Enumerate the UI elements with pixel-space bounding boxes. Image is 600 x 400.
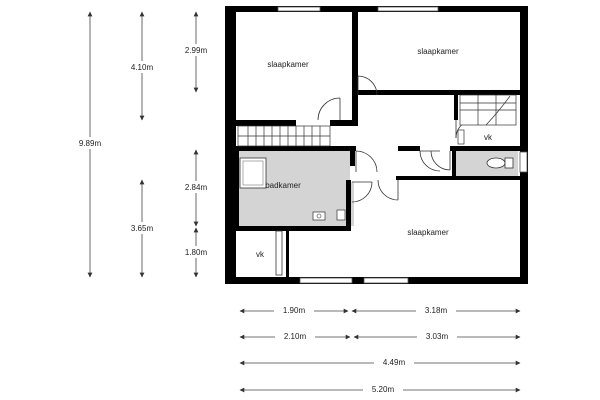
dim-height-e: 1.80m (185, 248, 208, 257)
room-labels: slaapkamer slaapkamer badkamer vk vk sla… (256, 47, 493, 259)
interior-walls (236, 6, 520, 277)
sink (312, 211, 326, 221)
dim-total-height: 9.89m (79, 139, 102, 148)
horizontal-dimension-labels: 1.90m 3.18m 2.10m 3.03m 4.49m 5.20m (274, 304, 457, 395)
dim-height-b: 3.65m (131, 224, 154, 233)
staircase-lower (237, 125, 331, 147)
dim-width-row4: 5.20m (372, 385, 395, 394)
room-label-closet-lower: vk (256, 250, 265, 259)
toilet (486, 157, 514, 169)
dim-width-row2-right: 3.03m (426, 332, 449, 341)
vertical-dimension-labels: 9.89m 4.10m 3.65m 2.99m 2.84m 1.80m (70, 44, 216, 258)
dim-width-row1-right: 3.18m (425, 306, 448, 315)
room-label-closet-upper: vk (484, 133, 493, 142)
dim-width-row1-left: 1.90m (283, 306, 306, 315)
staircase-upper (459, 94, 517, 126)
dim-height-c: 2.99m (185, 46, 208, 55)
room-label-bedroom-top-left: slaapkamer (267, 60, 309, 69)
dim-height-a: 4.10m (131, 63, 154, 72)
windows (277, 6, 528, 284)
room-label-bedroom-top-right: slaapkamer (417, 47, 459, 56)
doors (275, 75, 475, 276)
room-label-bedroom-bottom: slaapkamer (407, 228, 449, 237)
dim-width-row3: 4.49m (383, 358, 406, 367)
shower-drain (336, 209, 346, 221)
boiler (457, 129, 465, 145)
dim-height-d: 2.84m (185, 183, 208, 192)
horizontal-dimensions (239, 308, 521, 393)
room-label-bathroom: badkamer (265, 181, 301, 190)
dim-width-row2-left: 2.10m (284, 332, 307, 341)
bathtub (239, 157, 267, 189)
